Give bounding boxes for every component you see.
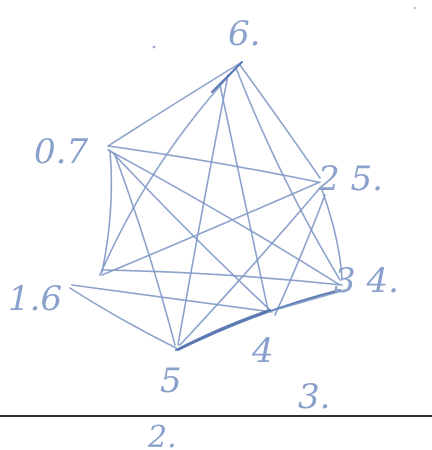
- edge-top-bottomleft: [177, 74, 229, 346]
- edge-upperleft-bottomleft: [114, 154, 176, 346]
- edge-upperright-right: [321, 189, 343, 281]
- edge-upperright-bottommid: [274, 194, 326, 316]
- edge-top-right: [235, 67, 341, 281]
- label-bottom-left: 5: [160, 361, 182, 401]
- edge-left-right: [101, 269, 343, 286]
- label-bottom-mid: 4: [251, 331, 274, 371]
- label-right: 3 4.: [334, 261, 399, 301]
- edge-top-upperleft: [107, 61, 243, 147]
- graph-edges: [69, 61, 346, 351]
- label-top: 6.: [228, 14, 260, 54]
- edge-left-bottommid: [71, 284, 273, 313]
- edge-top-stroke: [211, 61, 243, 93]
- ink-speck: [152, 45, 156, 49]
- edge-top-upperright: [239, 64, 321, 179]
- edge-right-bottomleft: [177, 289, 341, 351]
- edge-top-left: [99, 65, 239, 276]
- ink-speck: [414, 7, 416, 9]
- edge-bottomleft-bottommid: [175, 309, 271, 351]
- edge-upperleft-upperright: [107, 145, 319, 183]
- edge-top-bottommid: [219, 84, 269, 311]
- label-upper-left: 0.7: [34, 132, 88, 172]
- edge-upperright-bottomleft: [179, 187, 321, 346]
- edge-upperright-left: [101, 181, 321, 276]
- label-bottom-right: 3.: [298, 377, 330, 417]
- edge-upperleft-left: [101, 149, 113, 273]
- label-below-rule: 2.: [147, 420, 177, 450]
- edge-upperleft-right: [107, 149, 341, 286]
- label-upper-right: 2 5.: [317, 159, 383, 199]
- edge-left-bottomleft: [69, 287, 177, 349]
- node-labels: 6. 0.7 2 5. 3 4. 1.6 5 4 3. 2.: [8, 14, 399, 450]
- edge-upperleft-bottommid: [111, 151, 271, 311]
- edge-right-bottommid: [267, 289, 346, 313]
- label-left: 1.6: [8, 279, 62, 319]
